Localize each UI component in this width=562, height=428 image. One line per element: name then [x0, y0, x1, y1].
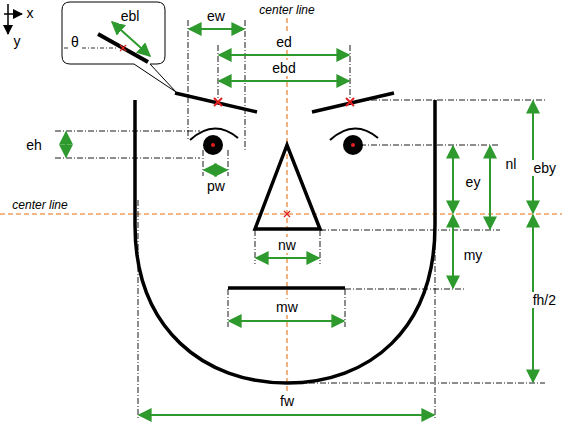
dimension-label: ebd — [270, 60, 297, 76]
center-line-label: center line — [10, 197, 69, 213]
dimension-label: ed — [274, 34, 294, 50]
dimension-label: fw — [278, 393, 296, 409]
dimension-label: pw — [205, 178, 227, 194]
dimension-label: fh/2 — [531, 292, 558, 308]
dimension-label: ey — [464, 174, 483, 190]
axis-label: x — [25, 5, 36, 21]
angle-label: θ — [69, 34, 81, 50]
axis-label: y — [12, 33, 23, 49]
dimension-label: ew — [205, 8, 227, 24]
dimension-label: eby — [531, 160, 558, 176]
center-line-label: center line — [257, 2, 316, 18]
dimension-label: eh — [24, 137, 44, 153]
dimension-label: my — [462, 247, 485, 263]
dimension-label: nl — [504, 156, 519, 172]
dimension-label: nw — [276, 237, 298, 253]
dimension-label: mw — [274, 299, 300, 315]
dimension-label: ebl — [119, 8, 142, 24]
